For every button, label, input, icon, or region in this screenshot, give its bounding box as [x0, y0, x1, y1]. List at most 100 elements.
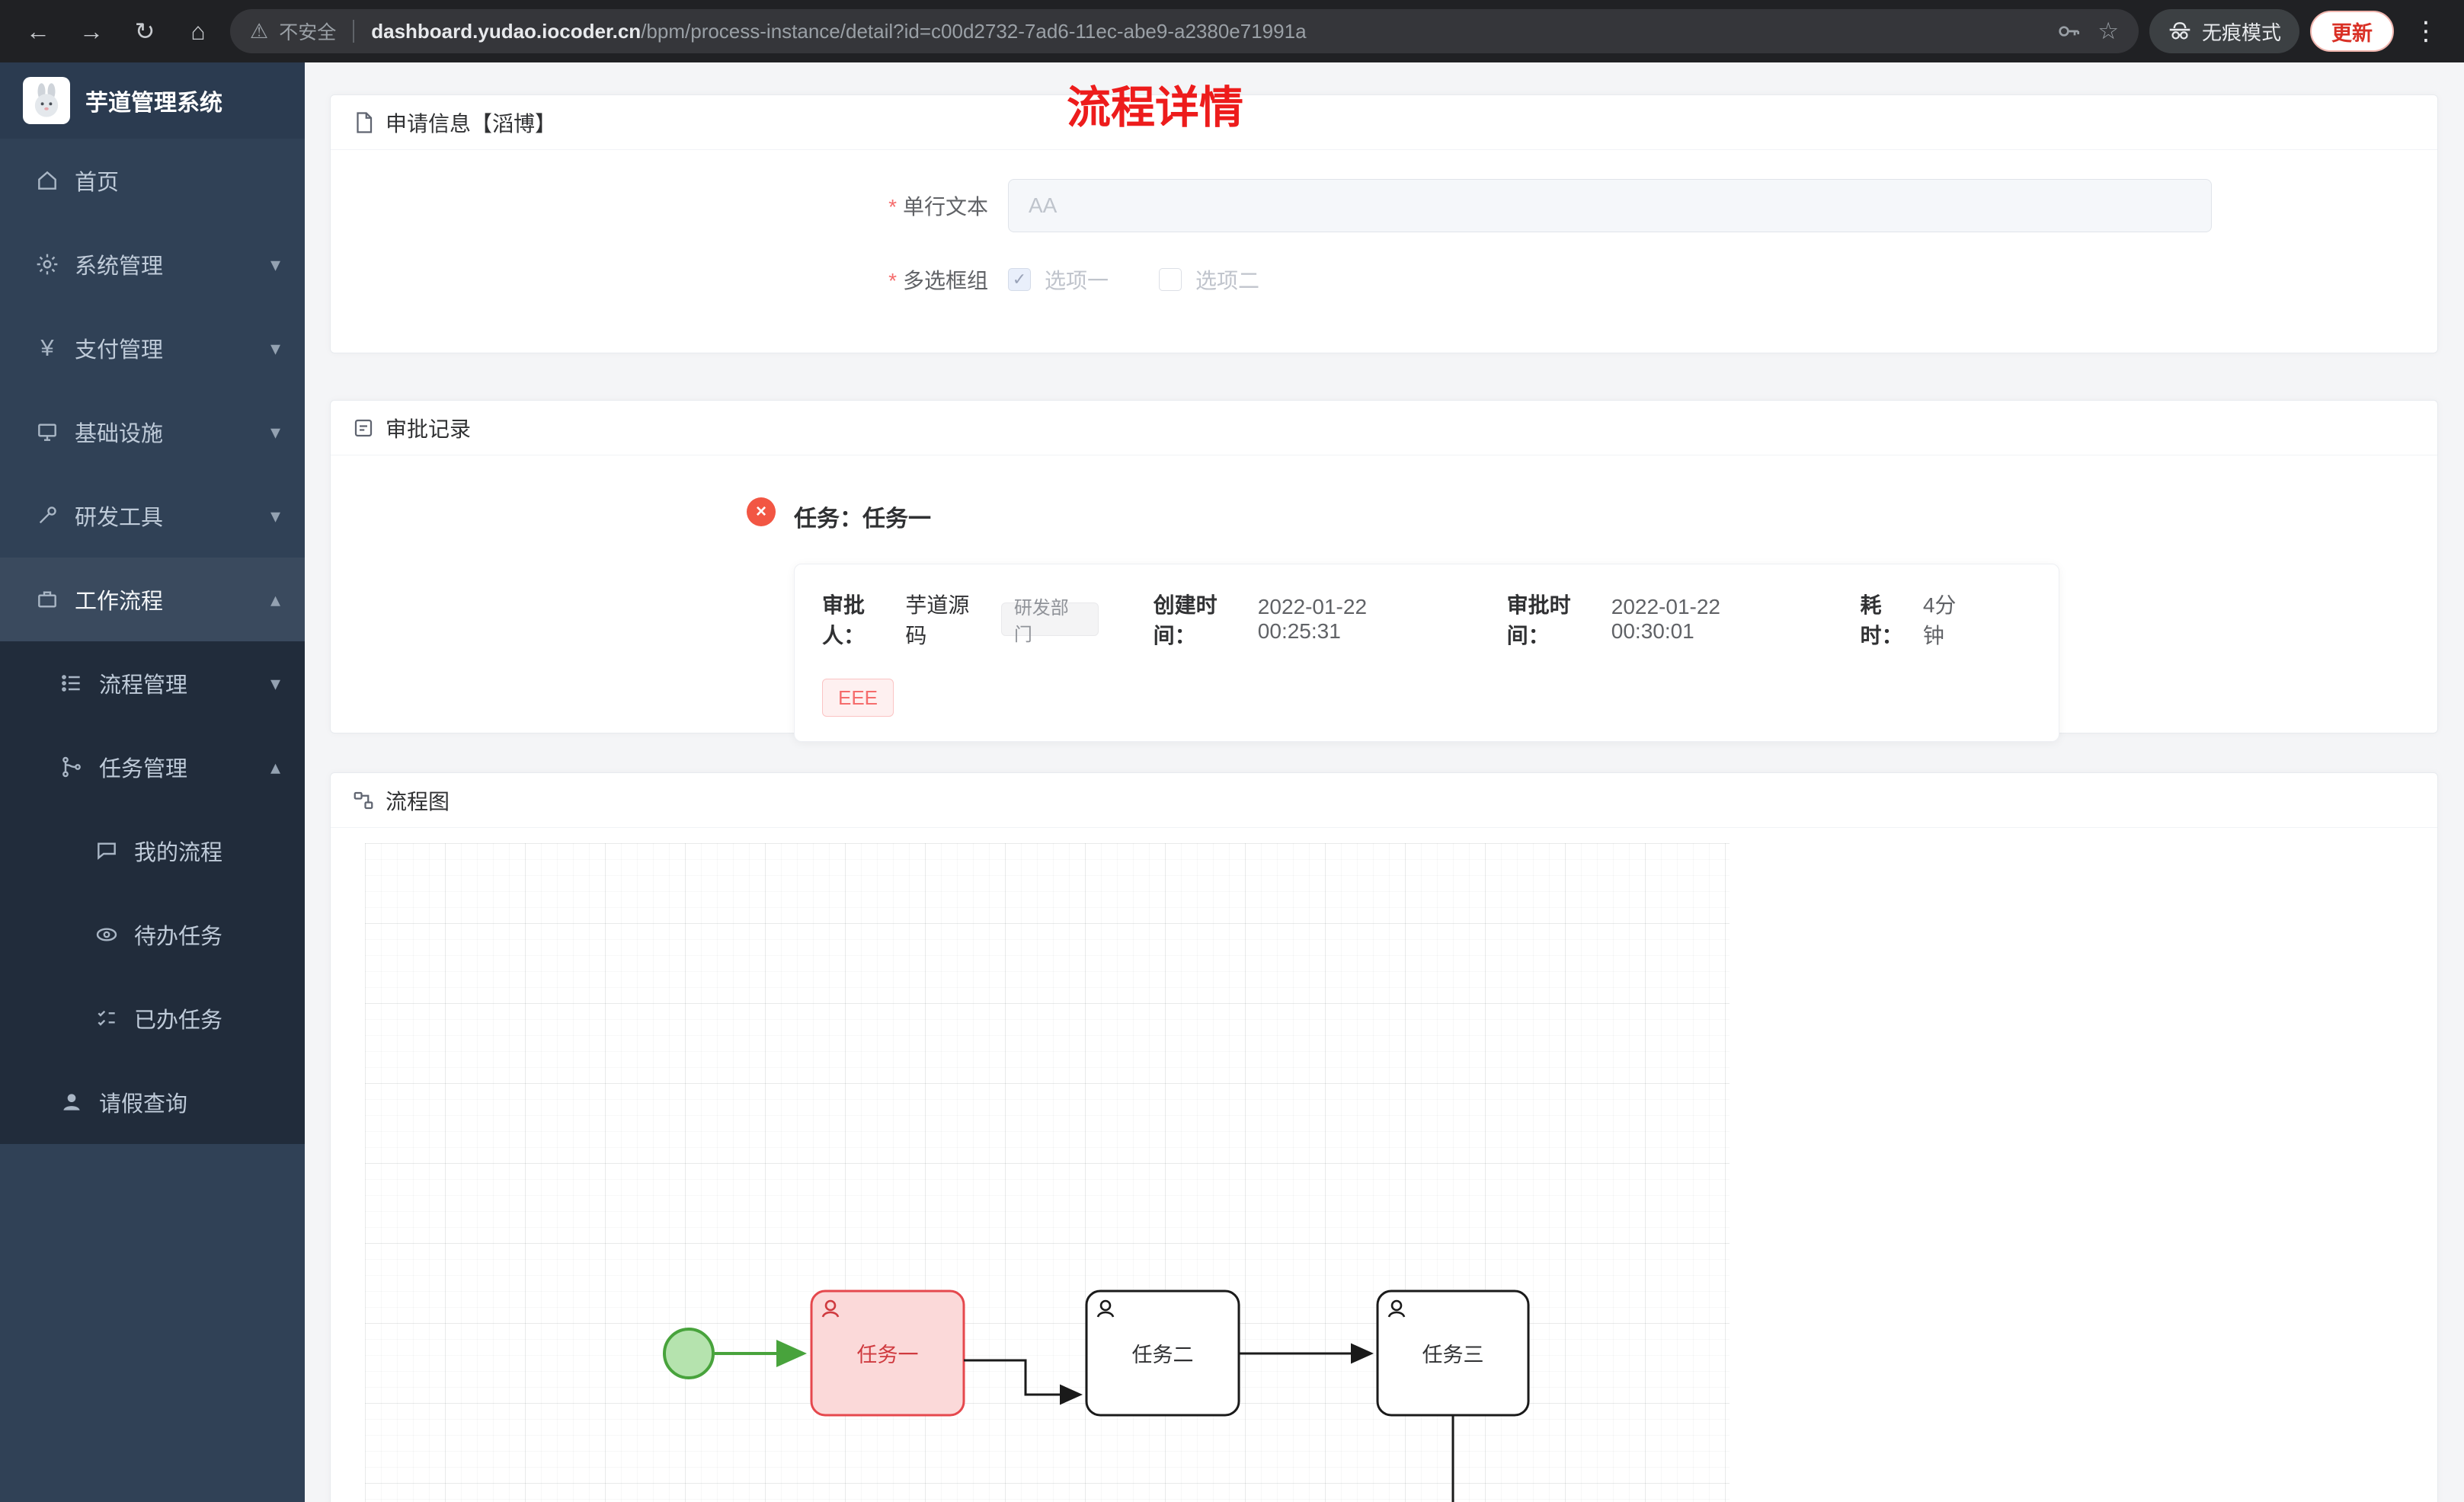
bpmn-task-3-label: 任务三 [1422, 1344, 1484, 1366]
main-content: 流程详情 申请信息【滔博】 *单行文本 *多选框组 [305, 62, 2464, 1502]
logo-row[interactable]: 芋道管理系统 [0, 62, 305, 139]
sidebar-item-task-management[interactable]: 任务管理 ▴ [0, 725, 305, 809]
branch-icon [62, 756, 81, 778]
checkbox-unchecked-icon [1159, 268, 1182, 291]
chevron-down-icon: ▾ [270, 671, 280, 695]
address-bar[interactable]: ⚠ 不安全 dashboard.yudao.iocoder.cn/bpm/pro… [230, 9, 2139, 53]
home-icon[interactable]: ⌂ [190, 17, 206, 45]
bpmn-start-event[interactable] [663, 1328, 715, 1379]
sidebar: 芋道管理系统 首页 系统管理 ▾ ¥ 支付管理 ▾ [0, 62, 305, 1502]
bpmn-task-1[interactable]: 任务一 [810, 1289, 965, 1417]
document-icon [357, 111, 373, 133]
chevron-down-icon: ▾ [270, 503, 280, 527]
incognito-label: 无痕模式 [2201, 21, 2281, 44]
user-icon [63, 1094, 80, 1111]
back-icon[interactable]: ← [26, 17, 50, 45]
sidebar-menu: 首页 系统管理 ▾ ¥ 支付管理 ▾ 基础设施 ▾ [0, 139, 305, 1144]
dept-tag: 研发部门 [1000, 598, 1099, 645]
duration-group: 耗时： 4分钟 [1861, 589, 1976, 650]
reload-icon[interactable]: ↻ [134, 18, 155, 45]
sidebar-item-payment-management[interactable]: ¥ 支付管理 ▾ [0, 306, 305, 390]
browser-chrome: ← → ↻ ⌂ ⚠ 不安全 dashboard.yudao.iocoder.cn… [0, 0, 2464, 62]
bookmark-star-icon[interactable]: ☆ [2098, 18, 2119, 44]
duration-value: 4分钟 [1922, 593, 1957, 647]
menu-kebab-icon[interactable]: ⋮ [2413, 17, 2439, 46]
chevron-down-icon: ▾ [270, 252, 280, 276]
apply-info-card-header: 申请信息【滔博】 [331, 95, 2437, 150]
bpmn-canvas[interactable]: 任务一 任务二 [365, 843, 1730, 1502]
process-diagram-card-header: 流程图 [331, 773, 2437, 828]
approve-time-value: 2022-01-22 00:30:01 [1611, 595, 1720, 643]
create-time-group: 创建时间： 2022-01-22 00:25:31 [1154, 589, 1452, 650]
forward-icon[interactable]: → [79, 17, 104, 45]
user-task-icon [821, 1299, 840, 1318]
approver-group: 审批人： 芋道源码 研发部门 [822, 589, 1099, 650]
gear-icon [37, 254, 58, 275]
list-icon [62, 675, 80, 692]
approval-record-item: 审批人： 芋道源码 研发部门 创建时间： 2022-01-22 00:25:31… [794, 564, 2059, 742]
sidebar-item-infrastructure[interactable]: 基础设施 ▾ [0, 390, 305, 474]
checkbox-option-1[interactable]: ✓ 选项一 [1008, 264, 1109, 295]
bpmn-task-3[interactable]: 任务三 [1376, 1289, 1530, 1417]
yen-icon: ¥ [40, 334, 54, 361]
dashboard-icon [38, 171, 56, 190]
error-icon: × [747, 497, 776, 526]
page-title: 流程详情 [1066, 83, 1244, 133]
user-task-icon [1096, 1299, 1115, 1318]
incognito-spy-icon [2169, 22, 2190, 40]
key-icon[interactable] [2056, 19, 2081, 43]
briefcase-icon [38, 591, 56, 608]
process-diagram-card: 流程图 [330, 772, 2438, 1502]
approver-name: 芋道源码 [905, 593, 970, 647]
user-task-icon [1387, 1299, 1406, 1318]
checkbox-checked-icon: ✓ [1008, 268, 1031, 291]
sidebar-item-workflow[interactable]: 工作流程 ▴ [0, 558, 305, 641]
chevron-down-icon: ▾ [270, 420, 280, 443]
checkbox-group-label: *多选框组 [888, 269, 988, 292]
address-separator [353, 20, 355, 43]
monitor-icon [38, 423, 56, 441]
task-title: 任务：任务一 [794, 507, 931, 532]
logo-avatar [23, 77, 70, 124]
chevron-up-icon: ▴ [270, 587, 280, 611]
update-button[interactable]: 更新 [2310, 11, 2394, 52]
record-icon [354, 419, 373, 436]
diagram-icon [354, 791, 373, 809]
wrench-icon [39, 507, 56, 524]
sidebar-item-home[interactable]: 首页 [0, 139, 305, 222]
checklist-icon [98, 1010, 115, 1026]
checkbox-option-2[interactable]: 选项二 [1159, 264, 1259, 295]
single-line-text-label: *单行文本 [888, 195, 988, 219]
single-line-text-input[interactable] [1008, 179, 2212, 232]
chevron-up-icon: ▴ [270, 755, 280, 778]
security-warning-icon: ⚠ [250, 19, 269, 43]
bpmn-task-2-label: 任务二 [1132, 1344, 1194, 1366]
sidebar-item-todo-tasks[interactable]: 待办任务 [0, 893, 305, 976]
sidebar-item-process-management[interactable]: 流程管理 ▾ [0, 641, 305, 725]
approve-time-group: 审批时间： 2022-01-22 00:30:01 [1507, 589, 1806, 650]
sidebar-item-dev-tools[interactable]: 研发工具 ▾ [0, 474, 305, 558]
chat-icon [98, 842, 116, 860]
apply-info-card: 申请信息【滔博】 *单行文本 *多选框组 ✓ 选项一 [330, 94, 2438, 353]
app-title: 芋道管理系统 [85, 91, 222, 116]
chevron-down-icon: ▾ [270, 336, 280, 360]
form-row-checkbox-group: *多选框组 ✓ 选项一 选项二 [331, 264, 2437, 295]
bpmn-task-1-label: 任务一 [857, 1344, 919, 1366]
url-text: dashboard.yudao.iocoder.cn/bpm/process-i… [371, 19, 1307, 43]
sidebar-item-leave-query[interactable]: 请假查询 [0, 1060, 305, 1144]
security-label: 不安全 [279, 22, 337, 43]
timeline-item: × 任务：任务一 [747, 497, 2437, 533]
sidebar-item-done-tasks[interactable]: 已办任务 [0, 976, 305, 1060]
sidebar-item-my-processes[interactable]: 我的流程 [0, 809, 305, 893]
workflow-submenu: 流程管理 ▾ 任务管理 ▴ 我的流程 待办任务 [0, 641, 305, 1144]
form-row-single-line-text: *单行文本 [331, 179, 2437, 232]
approval-record-card: 审批记录 × 任务：任务一 审批人： 芋道源码 研发部门 [330, 400, 2438, 742]
bpmn-flow-task1-to-task2 [964, 1359, 1083, 1405]
approval-record-card-header: 审批记录 [331, 401, 2437, 455]
bpmn-task-2[interactable]: 任务二 [1085, 1289, 1240, 1417]
create-time-value: 2022-01-22 00:25:31 [1257, 595, 1368, 643]
incognito-badge: 无痕模式 [2149, 9, 2299, 53]
comment-tag: EEE [822, 679, 894, 717]
sidebar-item-system-management[interactable]: 系统管理 ▾ [0, 222, 305, 306]
